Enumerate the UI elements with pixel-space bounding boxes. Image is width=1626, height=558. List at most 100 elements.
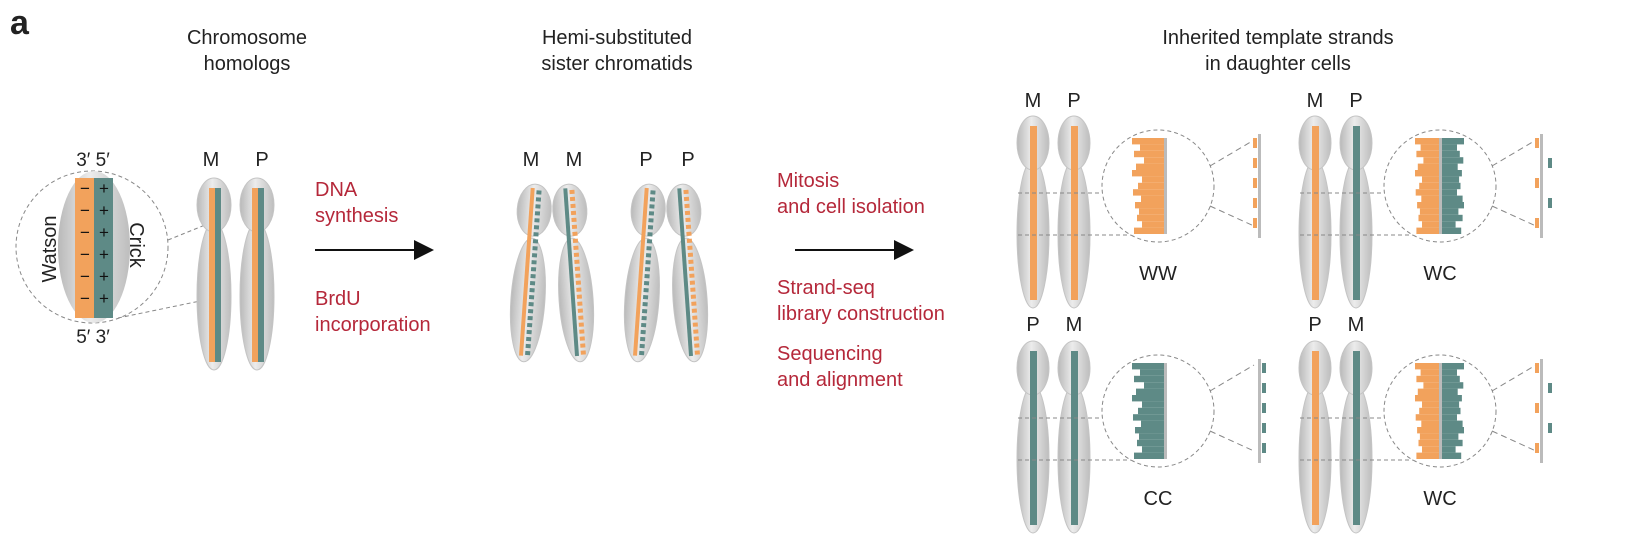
read-bar-watson xyxy=(1422,401,1439,408)
chromosome-strand xyxy=(1353,351,1360,525)
detail-read xyxy=(1262,443,1266,453)
read-bar xyxy=(1132,363,1164,370)
cell-label-1: P xyxy=(1026,314,1039,336)
read-bar xyxy=(1134,150,1164,158)
read-bar xyxy=(1139,208,1164,215)
brdu-strand-segment xyxy=(532,246,538,251)
brdu-strand-segment xyxy=(689,280,696,285)
cell-label-1: M xyxy=(1025,90,1042,112)
detail-read xyxy=(1535,363,1539,373)
crick-plus-signs: ++++++ xyxy=(99,179,109,308)
read-bar xyxy=(1142,176,1164,183)
minus-sign: − xyxy=(80,223,90,242)
hemi-label-2: M xyxy=(566,149,583,171)
brdu-strand-segment xyxy=(569,196,576,202)
daughter-chromosome-1 xyxy=(1016,115,1050,309)
detail-read xyxy=(1253,218,1257,228)
brdu-strand-segment xyxy=(573,252,580,257)
brdu-strand-segment xyxy=(640,329,646,335)
plus-sign: + xyxy=(99,223,109,242)
read-bar-crick xyxy=(1442,202,1464,209)
read-bar-watson xyxy=(1415,138,1439,145)
brdu-strand-segment xyxy=(689,273,695,278)
cell-label-2: M xyxy=(1348,314,1365,336)
brdu-strand-segment xyxy=(688,266,695,271)
read-bar xyxy=(1133,189,1164,196)
read-bar xyxy=(1134,375,1164,383)
chromatid-arm-q xyxy=(509,237,546,363)
template-strand xyxy=(563,188,580,357)
daughter-chromosome-1 xyxy=(1298,115,1332,309)
read-bar-crick xyxy=(1442,433,1459,440)
read-bar-watson xyxy=(1415,414,1439,421)
detail-read xyxy=(1535,403,1539,413)
read-bar-watson xyxy=(1421,420,1439,427)
brdu-strand-segment xyxy=(644,274,650,279)
brdu-strand-segment xyxy=(572,238,579,243)
brdu-strand-segment xyxy=(685,224,692,230)
detail-read xyxy=(1253,178,1257,188)
brdu-strand-segment xyxy=(527,322,533,328)
brdu-strand-segment xyxy=(573,245,579,250)
template-strand xyxy=(677,188,694,357)
read-bar xyxy=(1137,214,1164,222)
title-homologs-line1: Chromosome xyxy=(187,27,307,49)
read-bar-watson xyxy=(1415,395,1439,402)
plus-sign: + xyxy=(99,289,109,308)
brdu-strand-segment xyxy=(688,259,694,264)
read-bar-crick xyxy=(1442,395,1462,402)
brdu-strand-segment xyxy=(694,350,700,355)
minus-sign: − xyxy=(80,289,90,308)
chromatid-arm-p xyxy=(666,183,702,237)
chromatid-arm-q xyxy=(558,237,595,363)
brdu-strand-segment xyxy=(639,343,645,349)
read-bar xyxy=(1140,369,1164,376)
read-bar xyxy=(1132,138,1164,145)
read-bar xyxy=(1135,427,1164,434)
read-bar xyxy=(1133,414,1164,421)
zoom-guide xyxy=(1491,364,1537,392)
read-bar-crick xyxy=(1442,401,1460,408)
brdu-strand-segment xyxy=(692,322,698,327)
chromosome-strand xyxy=(1071,351,1078,525)
detail-read xyxy=(1253,158,1257,168)
step-dna-line2: synthesis xyxy=(315,205,398,227)
brdu-strand-segment xyxy=(639,350,645,356)
detail-read xyxy=(1535,178,1539,188)
brdu-strand-segment xyxy=(529,288,535,293)
read-bar-crick xyxy=(1442,388,1458,395)
cell-result-label: WC xyxy=(1423,488,1456,510)
brdu-strand-segment xyxy=(693,336,699,341)
watson-strand xyxy=(75,178,94,318)
read-bar-crick xyxy=(1442,221,1456,228)
read-bar-watson xyxy=(1419,208,1439,215)
brdu-strand-segment xyxy=(684,203,690,209)
title-homologs: Chromosome homologs xyxy=(187,27,307,75)
homolog-m xyxy=(196,177,232,371)
read-bar xyxy=(1140,144,1164,151)
brdu-strand-segment xyxy=(571,217,577,223)
detail-read xyxy=(1262,363,1266,373)
title-inherited: Inherited template strands in daughter c… xyxy=(1162,27,1393,75)
read-bar xyxy=(1138,407,1164,415)
zoom-guide xyxy=(1209,430,1255,452)
detail-reference xyxy=(1540,359,1543,463)
chromatid xyxy=(552,183,595,363)
detail-reference xyxy=(1258,359,1261,463)
homolog-label-p: P xyxy=(255,149,268,171)
brdu-strand-segment xyxy=(531,253,538,258)
chromosome-strand xyxy=(209,188,215,362)
homolog-label-m: M xyxy=(203,149,220,171)
read-bar xyxy=(1132,395,1164,402)
minus-sign: − xyxy=(80,245,90,264)
read-bar-crick xyxy=(1442,363,1464,370)
sister-chromatids: M M P P xyxy=(509,149,709,363)
chromatid xyxy=(666,183,709,363)
brdu-strand-segment xyxy=(531,260,537,265)
step-replication: DNA synthesis BrdU incorporation xyxy=(315,179,434,336)
read-bar-watson xyxy=(1417,427,1439,434)
brdu-strand-segment xyxy=(642,295,649,300)
brdu-strand-segment xyxy=(687,252,694,257)
chromatid-arm-q xyxy=(672,237,709,363)
